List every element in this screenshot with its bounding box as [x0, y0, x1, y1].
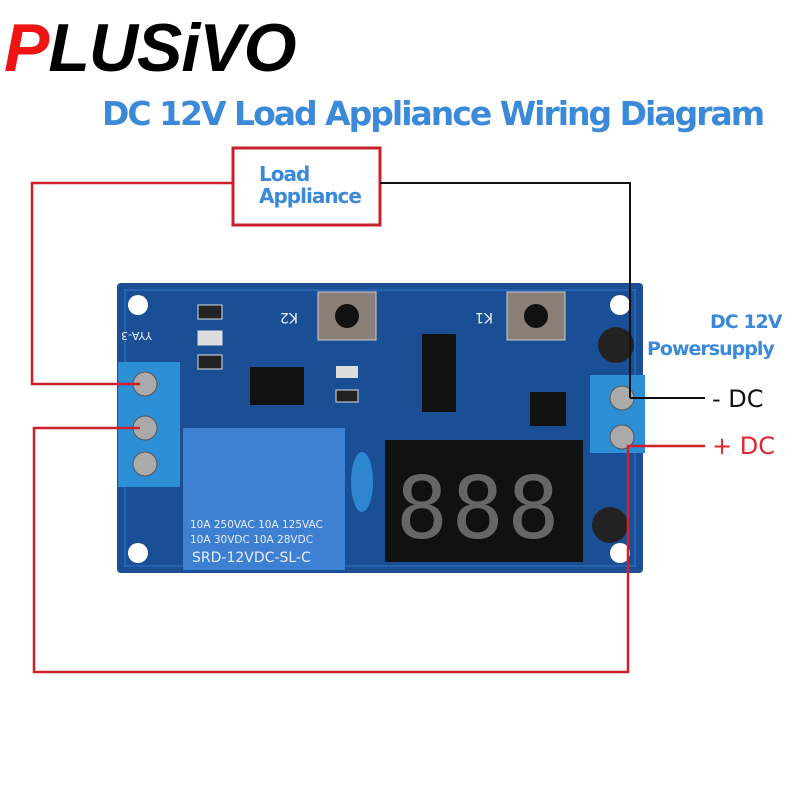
mount-hole: [128, 543, 148, 563]
load-line-2: Appliance: [259, 184, 362, 208]
capacitor: [351, 452, 373, 512]
regulator: [530, 392, 566, 426]
negative-dc-label: - DC: [712, 385, 764, 413]
relay: 10A 250VAC 10A 125VAC 10A 30VDC 10A 28VD…: [183, 428, 345, 570]
brand-logo: PLUSiVO: [4, 8, 297, 88]
power-voltage-label: DC 12V: [710, 311, 782, 333]
led: [336, 366, 358, 378]
resistor: [335, 389, 359, 403]
load-line-1: Load: [259, 162, 310, 186]
mount-hole: [610, 543, 630, 563]
button-k1: [506, 291, 566, 341]
resistor: [197, 354, 223, 370]
mount-hole: [128, 295, 148, 315]
logo-first-letter: P: [4, 10, 49, 86]
capacitor: [592, 507, 628, 543]
ic-chip: [422, 334, 456, 412]
load-terminal-block: [118, 362, 180, 487]
load-appliance-label: Load Appliance: [259, 162, 362, 208]
led: [197, 330, 223, 346]
negative-wire: [380, 182, 631, 398]
power-supply-label: Powersupply: [647, 338, 775, 360]
display-digits: 888: [396, 459, 563, 559]
load-wire-1: [30, 181, 233, 386]
k1-label: K1: [475, 309, 493, 325]
button-k2: [317, 291, 377, 341]
load-appliance-box: [231, 146, 382, 227]
led-display: 888: [385, 440, 583, 562]
logo-rest: LUSiVO: [48, 10, 296, 86]
model-label: YYA-3: [121, 329, 153, 342]
positive-dc-label: + DC: [712, 432, 775, 460]
mount-hole: [610, 295, 630, 315]
resistor: [197, 304, 223, 320]
power-terminal-block: [590, 375, 645, 453]
diagram-title: DC 12V Load Appliance Wiring Diagram: [102, 94, 765, 133]
k2-label: K2: [280, 309, 298, 325]
relay-model: SRD-12VDC-SL-C: [192, 550, 311, 566]
relay-rating-1: 10A 250VAC 10A 125VAC: [190, 519, 323, 531]
positive-wire: [32, 426, 705, 674]
capacitor: [598, 327, 634, 363]
relay-rating-2: 10A 30VDC 10A 28VDC: [190, 534, 313, 546]
optocoupler: [250, 367, 304, 405]
